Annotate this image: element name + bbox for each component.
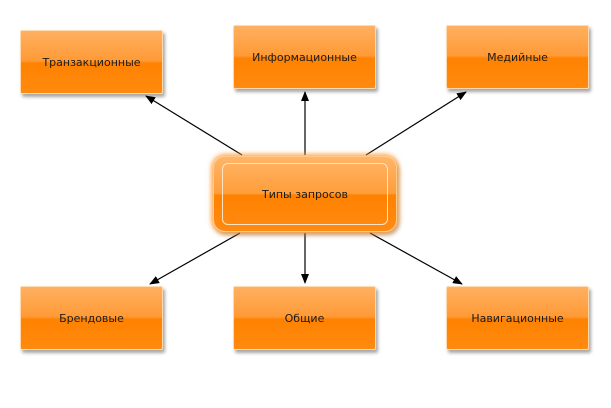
node-general: Общие	[233, 286, 376, 350]
center-node-label: Типы запросов	[262, 187, 348, 201]
node-brand: Брендовые	[20, 286, 163, 350]
node-informational-label: Информационные	[252, 50, 357, 64]
node-media-label: Медийные	[487, 50, 548, 64]
arrow-to-navigational	[369, 232, 463, 285]
center-node: Типы запросов	[213, 156, 397, 232]
node-navigational: Навигационные	[446, 286, 589, 350]
node-navigational-label: Навигационные	[471, 311, 564, 325]
center-node-inner: Типы запросов	[222, 163, 388, 225]
arrow-to-transactional	[145, 95, 243, 156]
node-brand-label: Брендовые	[59, 311, 124, 325]
node-informational: Информационные	[233, 25, 376, 89]
node-transactional-label: Транзакционные	[42, 55, 141, 69]
arrow-to-brand	[149, 232, 241, 285]
node-transactional: Транзакционные	[20, 30, 163, 94]
arrow-to-media	[365, 91, 467, 156]
node-media: Медийные	[446, 25, 589, 89]
node-general-label: Общие	[284, 311, 325, 325]
